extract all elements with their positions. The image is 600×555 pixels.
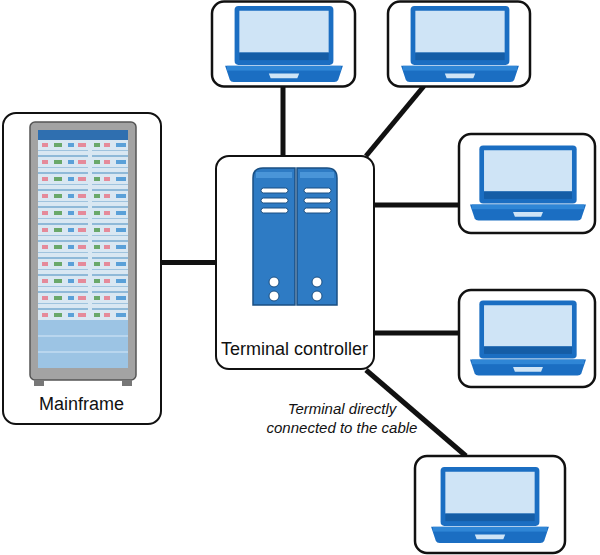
controller-box: Terminal controller — [215, 155, 375, 370]
box-label: Mainframe — [7, 393, 157, 415]
terminal-boxes — [212, 2, 595, 554]
mainframe-box: Mainframe — [2, 112, 162, 425]
terminal-icons — [225, 6, 586, 543]
box-label: Terminal controller — [220, 338, 370, 360]
controller-server — [253, 168, 337, 305]
note-label: Terminal directly connected to the cable — [267, 400, 418, 436]
mainframe-rack — [30, 122, 136, 386]
cable-connector — [162, 262, 215, 263]
note-label-box: Terminal directly connected to the cable — [262, 399, 422, 437]
